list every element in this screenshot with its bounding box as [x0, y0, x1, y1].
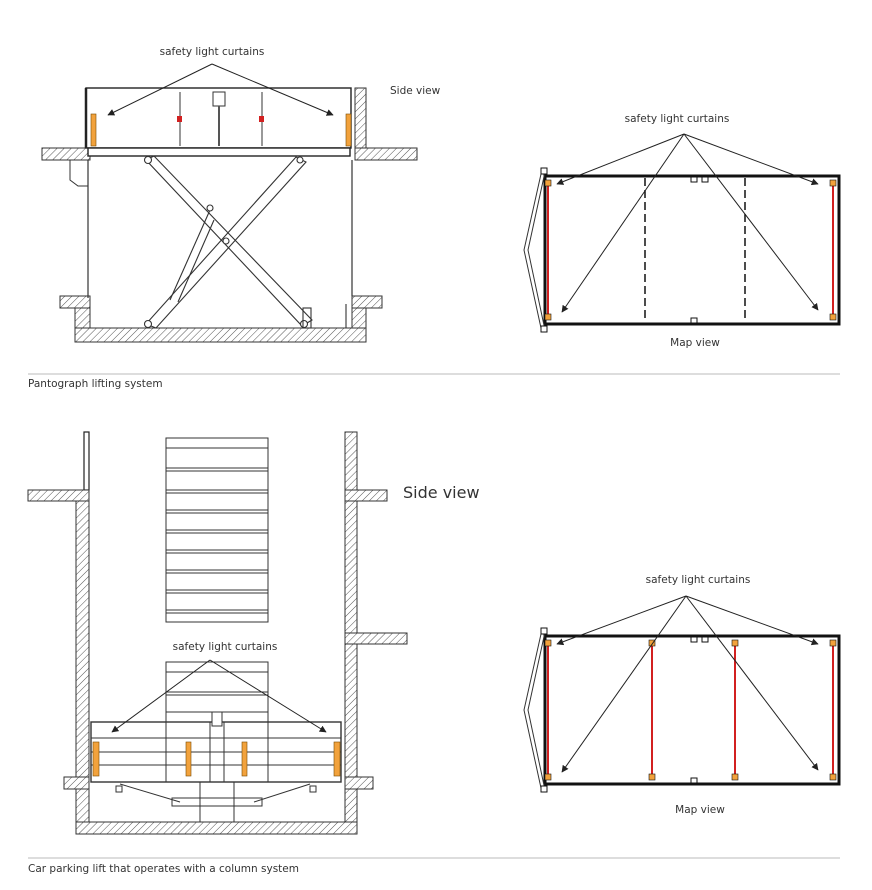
annotation-label: safety light curtains — [173, 641, 278, 653]
light-curtain-center-right — [241, 741, 248, 777]
sensor-marker — [177, 116, 182, 122]
column-side-view: safety light curtains Side view — [27, 431, 480, 835]
sensor-marker — [259, 116, 264, 122]
floor-slab-right — [354, 147, 418, 161]
section-caption: Pantograph lifting system — [28, 378, 163, 390]
light-curtain-center-left — [185, 741, 192, 777]
control-box — [212, 91, 226, 107]
light-curtain-right — [345, 113, 352, 147]
pit-ledge-right — [351, 295, 383, 309]
view-title: Side view — [390, 85, 441, 97]
annotation-label: safety light curtains — [625, 113, 730, 125]
annotation-label: safety light curtains — [160, 46, 265, 58]
column-map-view: safety light curtains Map view — [523, 574, 841, 816]
view-title: Map view — [675, 804, 725, 816]
lift-platform — [90, 711, 342, 822]
light-curtain-left — [92, 741, 100, 777]
pit-wall-right — [351, 307, 367, 331]
light-curtain-right — [333, 741, 341, 777]
platform-outline — [543, 174, 841, 326]
pantograph-map-view: safety light curtains Map view — [523, 113, 841, 349]
view-title: Side view — [403, 483, 480, 502]
view-title: Map view — [670, 337, 720, 349]
pit-floor — [75, 821, 358, 835]
lift-platform — [87, 147, 351, 157]
scissor-mechanism — [143, 155, 347, 329]
annotation-label: safety light curtains — [646, 574, 751, 586]
light-curtain-left — [90, 113, 97, 147]
floor-slab-left — [41, 147, 91, 161]
pantograph-side-view: safety light curtains Side view — [41, 46, 441, 343]
section-caption: Car parking lift that operates with a co… — [28, 863, 299, 875]
pit-floor — [74, 327, 367, 343]
pit-ledge-left — [59, 295, 91, 309]
platform-outline — [543, 634, 841, 786]
upper-wall-right — [354, 87, 367, 149]
